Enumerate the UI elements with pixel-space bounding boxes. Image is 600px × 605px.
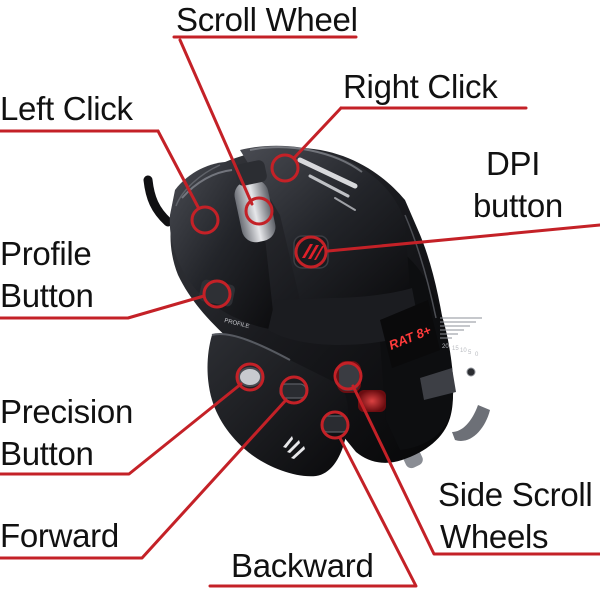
profile-leader xyxy=(0,294,206,320)
label-left-click: Left Click xyxy=(0,90,133,127)
label-precision-button: Precision Button xyxy=(0,391,133,475)
label-precision-line1: Precision xyxy=(0,393,134,430)
label-forward: Forward xyxy=(0,517,119,554)
label-side-scroll-line2: Wheels xyxy=(440,518,549,555)
right-click-marker xyxy=(270,153,300,183)
backward-marker xyxy=(320,410,350,440)
scroll-wheel-marker xyxy=(244,196,274,226)
mouse-cable xyxy=(143,175,173,227)
brand-panel xyxy=(380,300,440,368)
side-scroll-leader xyxy=(351,384,600,556)
claw-marks xyxy=(283,436,305,459)
precision-leader xyxy=(0,382,243,476)
palm-rest xyxy=(268,288,420,345)
callouts xyxy=(0,35,600,588)
label-side-scroll-wheels: Side Scroll Wheels xyxy=(438,474,593,558)
dpi-scale-label-0: 20 xyxy=(442,344,449,350)
left-click-marker xyxy=(190,205,220,235)
label-profile-line1: Profile xyxy=(0,235,92,272)
right-click-button-shape xyxy=(240,145,410,300)
label-dpi-line1: DPI xyxy=(486,145,541,182)
mouse-illustration: PROFILE RAT 8+ 20 15 10 5 0 xyxy=(143,145,490,477)
backward-button-shape xyxy=(321,415,349,433)
forward-leader xyxy=(0,398,288,560)
dpi-marker xyxy=(294,235,328,269)
label-side-scroll-line1: Side Scroll xyxy=(438,476,593,513)
scroll-wheel-shape xyxy=(234,179,276,243)
left-click-pointer xyxy=(156,129,200,209)
precision-marker xyxy=(235,362,265,392)
label-right-click: Right Click xyxy=(343,68,498,105)
label-backward: Backward xyxy=(231,547,374,584)
scroll-wheel-pointer xyxy=(178,38,254,206)
label-precision-line2: Button xyxy=(0,435,94,472)
label-profile-line2: Button xyxy=(0,277,94,314)
label-profile-button: Profile Button xyxy=(0,233,94,317)
label-dpi-line2: button xyxy=(473,187,563,224)
side-vent xyxy=(420,368,456,400)
precision-button-shape xyxy=(238,367,262,387)
dpi-leader xyxy=(326,223,600,253)
label-scroll-wheel: Scroll Wheel xyxy=(176,1,358,38)
dpi-scale-label-4: 0 xyxy=(475,352,479,358)
backward-leader xyxy=(208,436,418,588)
profile-marker xyxy=(202,279,232,309)
right-click-pointer xyxy=(292,106,343,160)
side-scroll-marker xyxy=(333,361,363,391)
forward-marker xyxy=(279,375,309,405)
dpi-scale-label-3: 5 xyxy=(468,350,472,356)
dpi-logo xyxy=(302,244,324,260)
rear-metal-rib xyxy=(452,405,490,441)
dpi-scale: 20 15 10 5 0 xyxy=(440,317,482,377)
dpi-scale-label-1: 15 xyxy=(452,346,459,352)
dpi-scale-label-2: 10 xyxy=(460,348,467,354)
label-dpi-button: DPI button xyxy=(473,143,563,227)
